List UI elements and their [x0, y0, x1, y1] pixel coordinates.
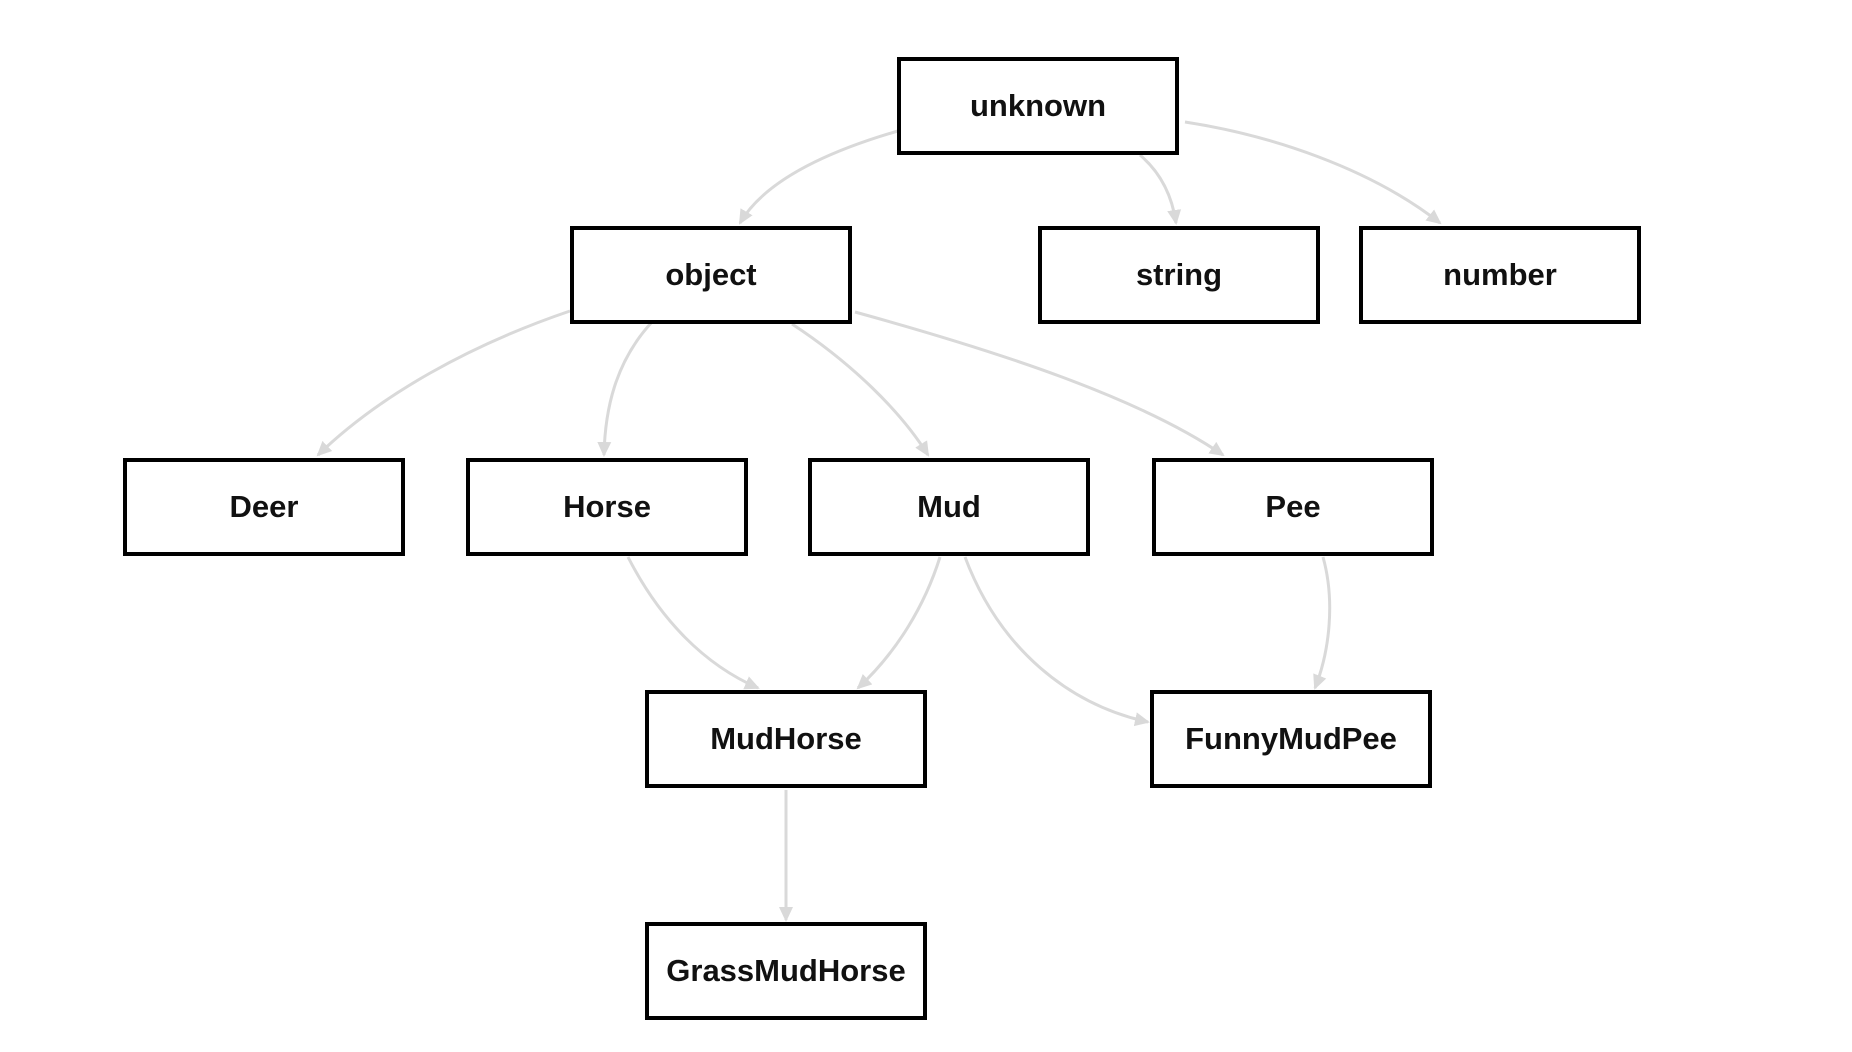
node-label: Pee	[1265, 489, 1321, 524]
node-label: FunnyMudPee	[1185, 721, 1397, 756]
edge-mud-funnymudpee	[963, 556, 1150, 727]
edge-object-pee	[854, 310, 1225, 457]
node-object: object	[570, 226, 852, 324]
node-string: string	[1038, 226, 1320, 324]
node-label: number	[1443, 257, 1557, 292]
edge-object-horse	[597, 320, 654, 457]
node-number: number	[1359, 226, 1641, 324]
node-grassmudhorse: GrassMudHorse	[645, 922, 927, 1020]
edge-mud-mudhorse	[856, 556, 942, 690]
node-label: MudHorse	[710, 721, 862, 756]
node-label: Deer	[229, 489, 299, 524]
node-unknown: unknown	[897, 57, 1179, 155]
edge-unknown-object	[738, 127, 906, 225]
node-label: string	[1135, 257, 1223, 292]
node-label: Horse	[563, 489, 651, 524]
edge-unknown-number	[1184, 120, 1442, 225]
edge-horse-mudhorse	[626, 556, 760, 690]
node-mud: Mud	[808, 458, 1090, 556]
node-label: object	[665, 257, 757, 292]
node-horse: Horse	[466, 458, 748, 556]
node-funnymudpee: FunnyMudPee	[1150, 690, 1432, 788]
node-pee: Pee	[1152, 458, 1434, 556]
node-deer: Deer	[123, 458, 405, 556]
edge-object-mud	[791, 322, 930, 457]
edge-pee-funnymudpee	[1313, 556, 1332, 690]
edge-object-deer	[316, 309, 571, 457]
edge-unknown-string	[1139, 153, 1182, 225]
node-label: unknown	[969, 88, 1107, 123]
node-label: GrassMudHorse	[666, 953, 906, 988]
node-label: Mud	[917, 489, 981, 524]
node-mudhorse: MudHorse	[645, 690, 927, 788]
